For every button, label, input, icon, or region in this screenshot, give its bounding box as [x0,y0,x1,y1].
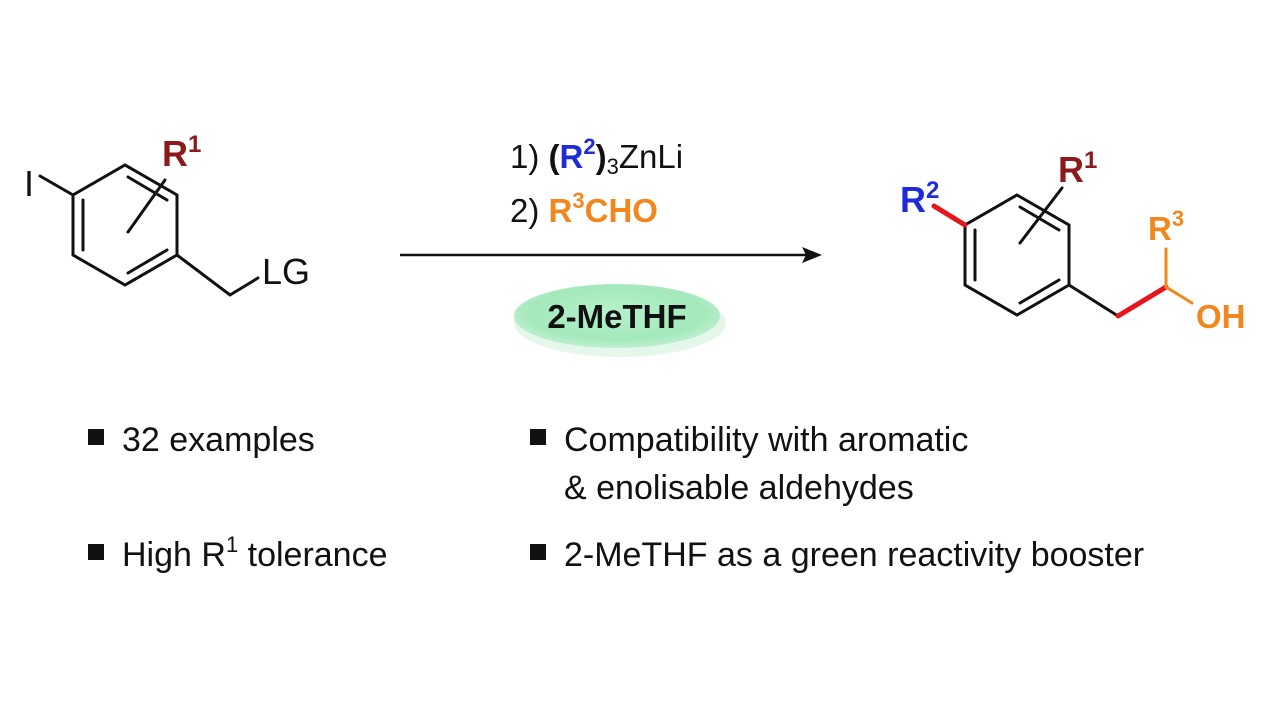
bullet-examples-text: 32 examples [122,421,315,459]
solvent-pill [514,284,720,348]
product-benzene-ring [963,193,1071,317]
product-oh-label: OH [1196,298,1246,335]
bullet-compatibility-continued: & enolisable aldehydes [564,468,914,508]
bullet-r1-tolerance: High R1 tolerance [88,531,388,575]
product-cc-bond-new [1115,284,1169,319]
product-ch2-bond [1067,283,1120,318]
bullet-square-icon [88,429,104,445]
bullet-green-booster: 2-MeTHF as a green reactivity booster [530,535,1144,575]
product-aryl-r2-bond-new [931,203,968,228]
bullet-square-icon [530,429,546,445]
product-oh-bond [1164,285,1194,305]
bullet-examples: 32 examples [88,420,315,460]
reactant-iodo-bond [38,174,75,197]
reactant-lg-label: LG [262,251,310,292]
reactant-iodo-label: I [24,163,34,204]
bullet-r1-text-sup: 1 [225,531,239,557]
bullet-green-booster-text: 2-MeTHF as a green reactivity booster [564,536,1145,574]
product-r2-label: R2 [900,177,939,220]
product-r1-label: R1 [1058,147,1097,190]
bullet-r1-text-pre: High R [122,536,226,574]
bullet-compatibility: Compatibility with aromatic [530,420,968,460]
product-r1-bond [1018,186,1064,245]
condition-step1: 1) (R2)3ZnLi [510,134,683,179]
solvent-label: 2-MeTHF [547,298,686,335]
bullet-square-icon [530,544,546,560]
reactant-structure [38,163,260,297]
product-r3-label: R3 [1148,206,1184,247]
reactant-r1-bond [126,178,167,234]
bullet-compatibility-line1: Compatibility with aromatic [564,421,969,459]
condition-step2: 2) R3CHO [510,188,658,229]
bullet-square-icon [88,544,104,560]
reactant-ch2-bond [175,253,260,297]
bullet-compatibility-line2: & enolisable aldehydes [564,469,914,507]
reaction-arrow [400,247,822,263]
reactant-r1-label: R1 [162,131,201,174]
product-structure [963,186,1194,319]
bullet-r1-text-post: tolerance [238,536,388,574]
